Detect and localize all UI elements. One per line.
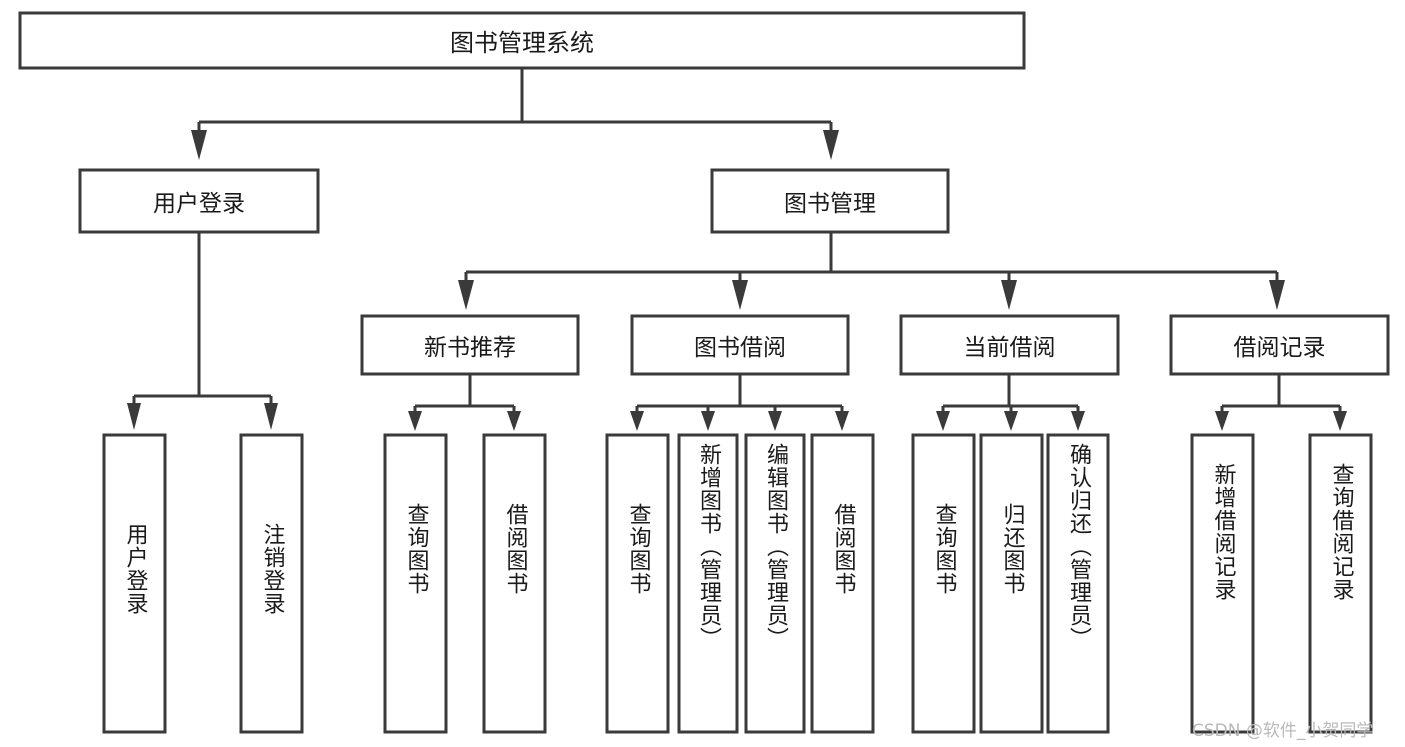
arrow-to-leaf-query-book-rec: [408, 411, 422, 431]
node-box-leaf-query-book-current[interactable]: [911, 433, 976, 734]
arrow-to-leaf-logout: [264, 403, 278, 430]
node-box-leaf-logout[interactable]: [239, 433, 304, 734]
node-box-leaf-borrow-book[interactable]: [810, 433, 875, 734]
arrow-to-leaf-edit-book: [768, 411, 782, 431]
connector-group-bookmanage-to-level3: [458, 232, 1285, 310]
arrow-to-new-book-recommend: [458, 280, 474, 310]
arrow-to-leaf-user-login: [127, 403, 141, 430]
connector-group-bookborrow-to-leaves: [630, 374, 849, 431]
node-box-leaf-edit-book[interactable]: [744, 433, 806, 734]
arrow-to-leaf-add-book: [701, 411, 715, 431]
arrow-to-leaf-return-book: [1004, 411, 1018, 431]
node-box-leaf-return-book[interactable]: [979, 433, 1044, 734]
node-box-borrow-record[interactable]: [1169, 314, 1390, 376]
connector-group-borrowrecord-to-leaves: [1215, 374, 1347, 431]
node-box-leaf-query-book-rec[interactable]: [383, 433, 448, 734]
arrow-to-borrow-record: [1269, 280, 1285, 310]
node-box-user-login[interactable]: [78, 168, 320, 234]
node-box-book-borrow[interactable]: [630, 314, 850, 376]
arrow-to-leaf-query-book-current: [936, 411, 950, 431]
node-box-root[interactable]: [18, 11, 1026, 70]
connector-group-currentborrow-to-leaves: [936, 374, 1085, 431]
node-box-leaf-query-book-borrow[interactable]: [605, 433, 670, 734]
arrow-to-user-login: [191, 130, 207, 160]
arrow-to-leaf-query-book-borrow: [630, 411, 644, 431]
node-box-leaf-add-borrow-record[interactable]: [1190, 433, 1255, 734]
connector-group-root-to-level2: [191, 68, 839, 160]
arrow-to-book-borrow: [732, 280, 748, 310]
node-box-new-book-recommend[interactable]: [360, 314, 580, 376]
arrow-to-leaf-add-borrow-record: [1215, 411, 1229, 431]
arrow-to-current-borrow: [1001, 280, 1017, 310]
arrow-to-leaf-query-borrow-record: [1333, 411, 1347, 431]
node-box-leaf-user-login[interactable]: [102, 433, 167, 734]
node-box-leaf-query-borrow-record[interactable]: [1308, 433, 1373, 734]
connector-group-userlogin-to-leaves: [127, 232, 278, 430]
arrow-to-leaf-confirm-return: [1071, 411, 1085, 431]
node-box-current-borrow[interactable]: [899, 314, 1120, 376]
node-box-leaf-borrow-book-rec[interactable]: [482, 433, 547, 734]
node-box-leaf-confirm-return[interactable]: [1046, 433, 1110, 734]
node-box-leaf-add-book[interactable]: [677, 433, 739, 734]
arrow-to-leaf-borrow-book-rec: [507, 411, 521, 431]
node-box-book-manage[interactable]: [710, 168, 950, 234]
arrow-to-book-manage: [823, 130, 839, 160]
arrow-to-leaf-borrow-book: [835, 411, 849, 431]
connector-group-recommend-to-leaves: [408, 374, 521, 431]
